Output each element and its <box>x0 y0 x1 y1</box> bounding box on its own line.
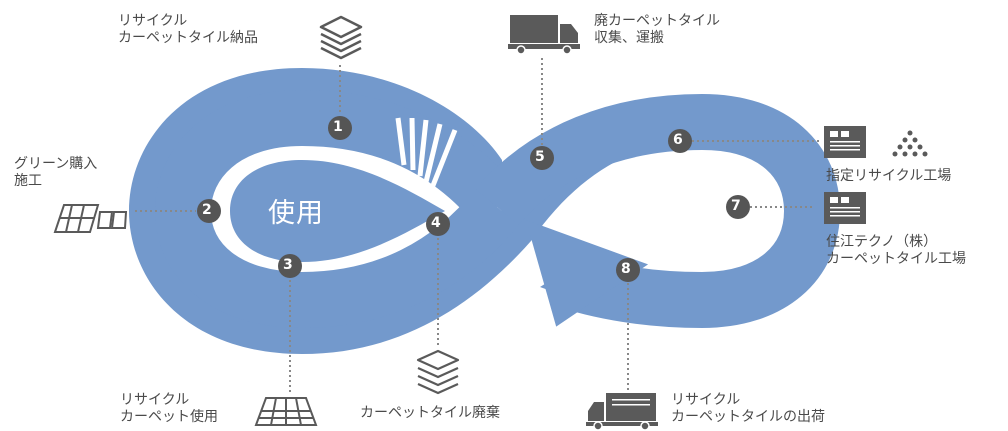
layers-stack-icon <box>319 15 363 60</box>
fan-stripes <box>395 117 458 189</box>
tile-grid-icon <box>254 397 318 426</box>
step-label-3: リサイクル カーペット使用 <box>120 392 218 426</box>
step-label-2-line-2: 施工 <box>14 173 42 189</box>
step-number-7: 7 <box>731 198 741 214</box>
delivery-truck-icon <box>586 393 658 431</box>
step-label-3-line-1: リサイクル <box>120 392 190 408</box>
step-number-5: 5 <box>535 149 545 165</box>
step-label-8-line-2: カーペットタイルの出荷 <box>671 409 825 425</box>
step-number-4: 4 <box>431 215 441 231</box>
step-label-4: カーペットタイル廃棄 <box>360 405 500 422</box>
step-label-7: 住江テクノ（株） カーペットタイル工場 <box>826 234 966 268</box>
step-number-3: 3 <box>283 257 293 273</box>
factory-pellets-icon <box>824 126 928 158</box>
connectors <box>135 58 820 395</box>
factory-icon <box>824 192 866 224</box>
step-label-3-line-2: カーペット使用 <box>120 409 218 425</box>
step-label-1-line-2: カーペットタイル納品 <box>118 30 258 46</box>
step-label-5: 廃カーペットタイル 収集、運搬 <box>594 13 720 47</box>
step-label-5-line-1: 廃カーペットタイル <box>594 13 720 29</box>
truck-icon <box>508 15 580 55</box>
step-label-8: リサイクル カーペットタイルの出荷 <box>671 392 825 426</box>
step-label-7-line-2: カーペットタイル工場 <box>826 251 966 267</box>
loop-right-ring <box>475 93 841 329</box>
center-label-regen: 再生 <box>635 198 691 229</box>
step-number-6: 6 <box>673 132 683 148</box>
step-label-2: グリーン購入 施工 <box>14 156 97 190</box>
step-label-5-line-2: 収集、運搬 <box>594 30 664 46</box>
step-label-2-line-1: グリーン購入 <box>14 156 98 172</box>
loop-left-ring <box>154 89 519 329</box>
step-label-7-line-1: 住江テクノ（株） <box>826 234 938 250</box>
loop-arrowhead <box>525 219 649 327</box>
step-label-1-line-1: リサイクル <box>118 13 188 29</box>
step-badges <box>197 116 750 282</box>
step-label-6-line-1: 指定リサイクル工場 <box>826 168 952 184</box>
step-label-8-line-1: リサイクル <box>671 392 741 408</box>
step-label-4-line-1: カーペットタイル廃棄 <box>360 405 500 421</box>
step-number-8: 8 <box>621 261 631 277</box>
floor-tiles-icon <box>53 204 128 233</box>
disposed-tiles-icon <box>416 349 460 395</box>
step-label-1: リサイクル カーペットタイル納品 <box>118 13 258 47</box>
step-number-2: 2 <box>202 202 212 218</box>
step-number-1: 1 <box>333 119 343 135</box>
center-label-use: 使用 <box>268 198 324 229</box>
step-label-6: 指定リサイクル工場 <box>826 168 951 185</box>
